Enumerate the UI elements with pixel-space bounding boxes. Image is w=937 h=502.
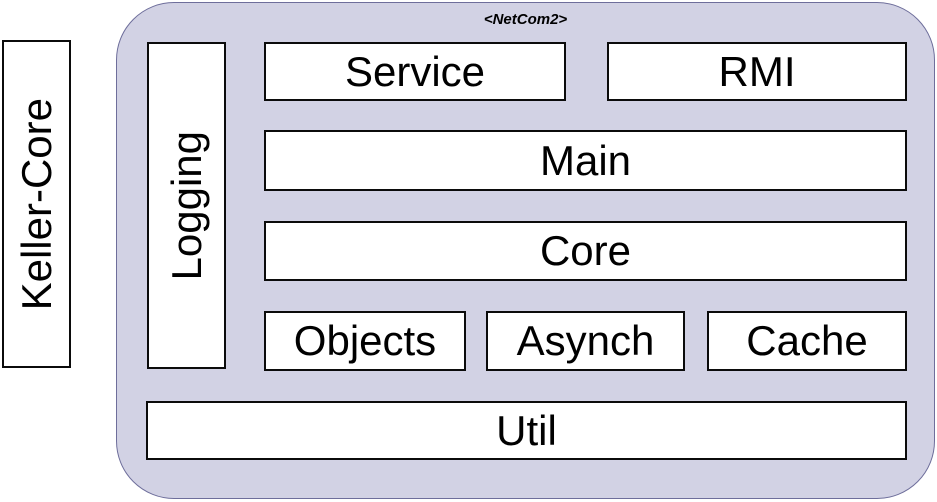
module-keller-core: Keller-Core [2,40,71,368]
module-core-label: Core [539,227,632,274]
module-main: Main [264,130,907,191]
module-core: Core [264,221,907,281]
module-cache: Cache [707,311,907,371]
module-cache-label: Cache [746,317,868,364]
module-logging: Logging [147,42,226,369]
module-asynch: Asynch [486,311,685,371]
module-service: Service [264,42,566,101]
module-logging-label: Logging [162,130,210,281]
module-objects: Objects [264,311,466,371]
module-util-label: Util [496,406,557,454]
netcom2-container: <NetCom2> Logging Service RMI Main Core … [116,2,935,499]
module-objects-label: Objects [293,317,437,364]
netcom2-container-label: <NetCom2> [483,11,568,28]
module-asynch-label: Asynch [516,317,655,364]
module-rmi: RMI [607,42,907,101]
module-keller-core-label: Keller-Core [12,97,60,311]
module-rmi-label: RMI [718,47,796,95]
module-service-label: Service [344,47,486,95]
module-main-label: Main [539,136,632,184]
module-util: Util [146,401,907,460]
